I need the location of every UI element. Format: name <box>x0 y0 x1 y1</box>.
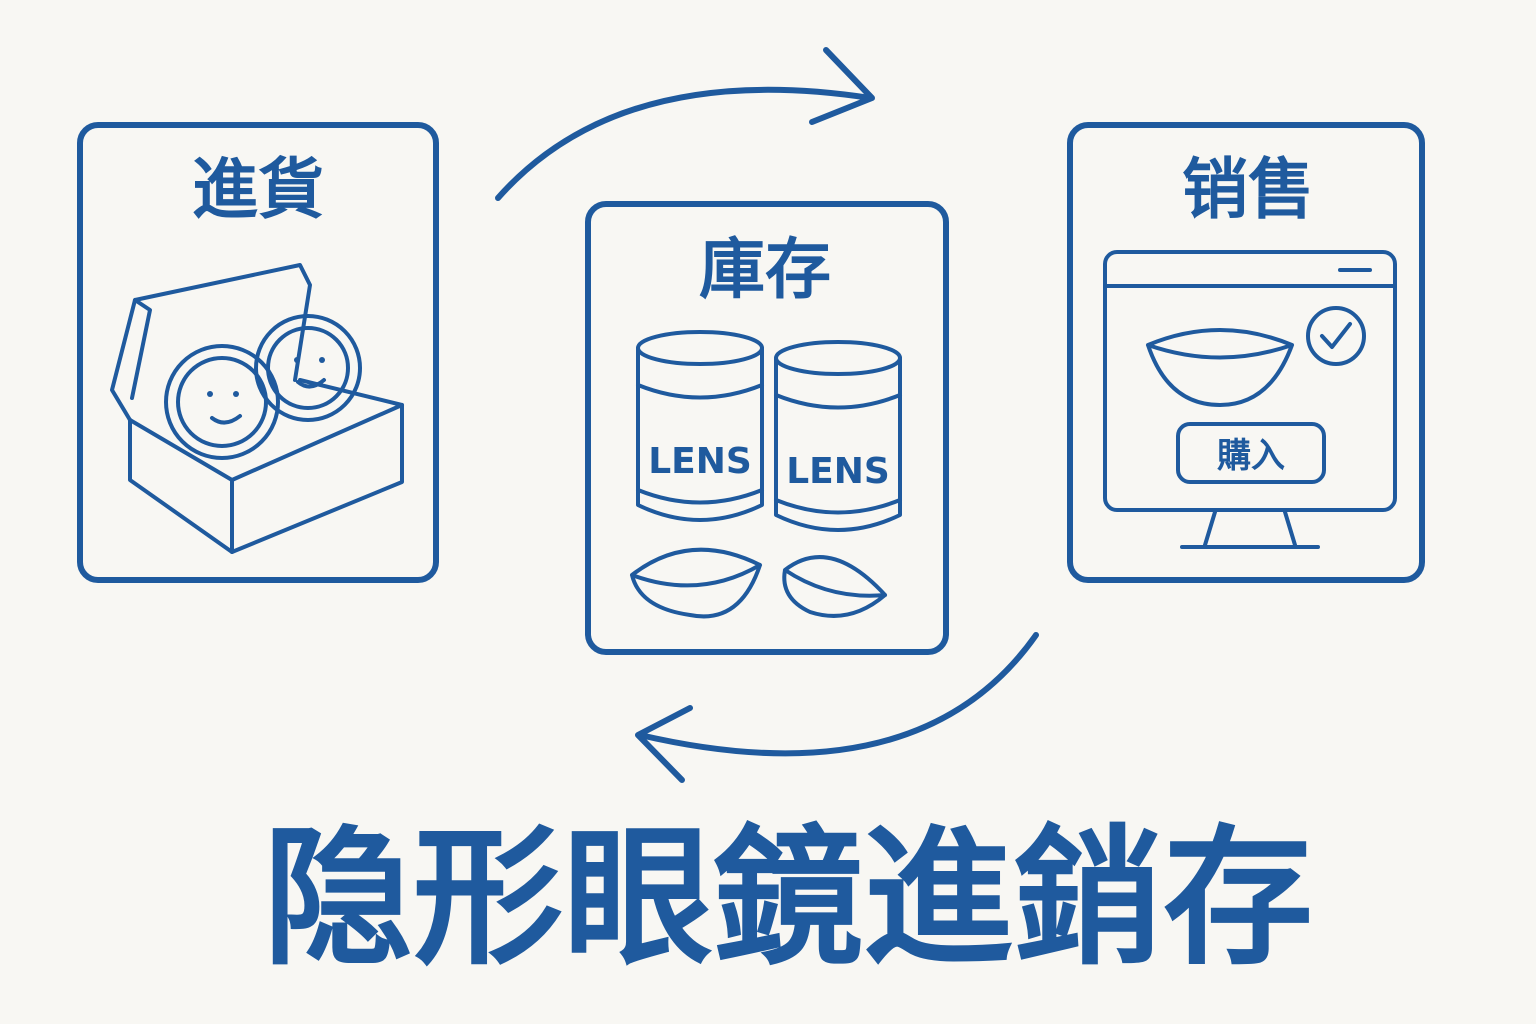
jar-label: LENS <box>648 441 752 482</box>
jar-label: LENS <box>786 451 890 492</box>
contact-lens-icon <box>630 547 762 619</box>
monitor-icon <box>1103 250 1397 549</box>
stage-sales: 销售 購入 <box>1067 122 1425 583</box>
buy-button: 購入 <box>1176 422 1326 484</box>
box-with-lenses-icon <box>110 263 404 554</box>
contact-lens-icon <box>782 555 887 618</box>
stage-label: 進貨 <box>192 151 324 228</box>
lens-jar-icon: LENS <box>774 340 902 532</box>
check-icon <box>1306 306 1366 366</box>
arrow-top-icon <box>495 47 875 201</box>
stage-label: 庫存 <box>699 231 831 308</box>
stage-purchasing: 進貨 <box>77 122 439 583</box>
stage-label: 销售 <box>1182 151 1314 228</box>
arrow-bottom-icon <box>635 632 1039 783</box>
lens-jar-icon: LENS <box>636 330 764 522</box>
page-title: 隐形眼鏡進銷存 <box>263 812 1313 986</box>
stage-inventory: 庫存 LENS LENS <box>585 201 949 655</box>
svg-text:購入: 購入 <box>1217 436 1285 476</box>
